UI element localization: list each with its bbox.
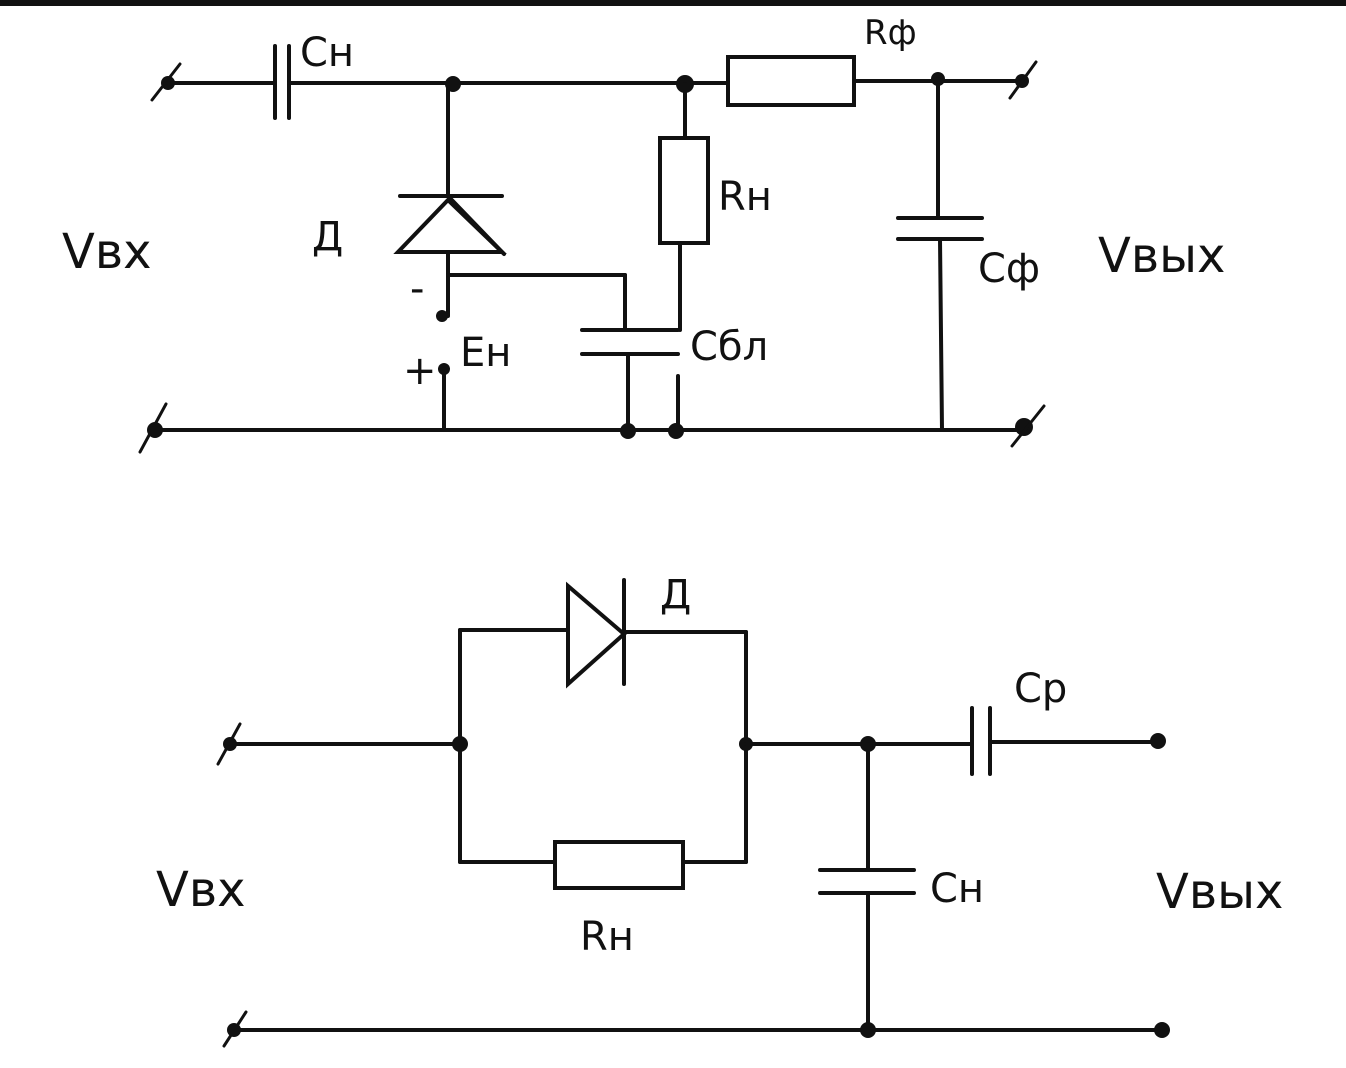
top-label-plus: + [403,348,437,394]
bottom-capacitor-cn [818,868,916,895]
top-label-rf: Rф [864,13,917,53]
top-label-en: Eн [460,330,511,376]
bottom-circuit: Д Cр Cн Rн Vвх Vвых [156,572,1283,1048]
bottom-label-rn: Rн [580,914,634,960]
top-label-diode: Д [312,214,343,260]
top-capacitor-cbl [580,328,680,356]
bottom-label-cp: Cр [1014,666,1067,712]
bottom-capacitor-cp [970,706,992,776]
top-circuit: Cн Rф Rн Д - + Eн Cбл Cф Vвх Vвых [62,13,1225,454]
top-capacitor-cn [273,44,291,120]
top-resistor-rn [658,136,710,245]
top-label-minus: - [410,266,424,312]
top-diode [393,194,507,256]
top-capacitor-cf [896,216,984,241]
top-label-rn: Rн [718,174,772,220]
top-resistor-rf [726,55,856,107]
top-label-vout: Vвых [1098,228,1225,284]
top-label-cf: Cф [978,246,1040,292]
bottom-label-cn: Cн [930,866,984,912]
top-label-cn: Cн [300,30,354,76]
bottom-diode [566,578,628,689]
bottom-label-vout: Vвых [1156,864,1283,920]
bottom-resistor-rn [553,840,685,890]
bottom-ground-terminal-right [1154,1022,1170,1038]
bottom-output-terminal [1150,733,1166,749]
top-label-vin: Vвх [62,224,152,280]
top-ground-terminal-right [1015,418,1033,436]
top-label-cbl: Cбл [690,324,768,370]
bottom-label-diode: Д [660,572,691,618]
bottom-label-vin: Vвх [156,862,246,918]
